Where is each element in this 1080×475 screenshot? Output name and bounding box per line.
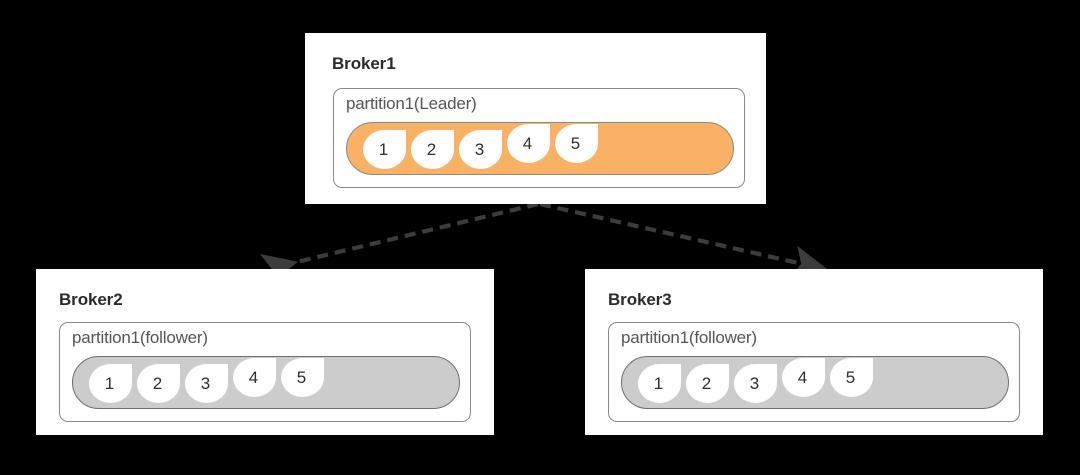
message-cell[interactable]: 4 — [782, 358, 825, 397]
partition-label: partition1(follower) — [72, 328, 208, 347]
arrow-leader-to-broker3 — [539, 201, 829, 278]
message-cell[interactable]: 1 — [363, 130, 406, 169]
message-cell[interactable]: 2 — [686, 364, 729, 403]
broker-card-broker3[interactable]: Broker3 partition1(follower) 1 2 3 4 5 — [585, 269, 1043, 435]
broker-title: Broker3 — [608, 290, 672, 309]
partition-box[interactable]: partition1(follower) 1 2 3 4 5 — [59, 322, 471, 422]
message-cell[interactable]: 5 — [555, 124, 598, 163]
broker-title: Broker2 — [59, 290, 123, 309]
message-cell[interactable]: 3 — [734, 364, 777, 403]
broker-title: Broker1 — [332, 54, 396, 73]
message-cell[interactable]: 3 — [185, 364, 228, 403]
partition-label: partition1(follower) — [621, 328, 757, 347]
partition-label: partition1(Leader) — [346, 94, 477, 113]
message-cell[interactable]: 1 — [89, 364, 132, 403]
arrow-leader-to-broker2 — [260, 201, 539, 286]
message-cell[interactable]: 1 — [638, 364, 681, 403]
message-cell[interactable]: 4 — [233, 358, 276, 397]
message-cell[interactable]: 5 — [281, 358, 324, 397]
message-cell[interactable]: 2 — [137, 364, 180, 403]
message-cell[interactable]: 5 — [830, 358, 873, 397]
broker-card-broker2[interactable]: Broker2 partition1(follower) 1 2 3 4 5 — [36, 269, 494, 435]
partition-box[interactable]: partition1(Leader) 1 2 3 4 5 — [333, 88, 745, 188]
partition-log-bar[interactable]: 1 2 3 4 5 — [621, 356, 1009, 409]
message-cell[interactable]: 2 — [411, 130, 454, 169]
partition-log-bar[interactable]: 1 2 3 4 5 — [346, 122, 734, 175]
partition-log-bar[interactable]: 1 2 3 4 5 — [72, 356, 460, 409]
message-cell[interactable]: 4 — [507, 124, 550, 163]
message-cell[interactable]: 3 — [459, 130, 502, 169]
broker-card-broker1[interactable]: Broker1 partition1(Leader) 1 2 3 4 5 — [305, 33, 766, 204]
partition-box[interactable]: partition1(follower) 1 2 3 4 5 — [608, 322, 1020, 422]
